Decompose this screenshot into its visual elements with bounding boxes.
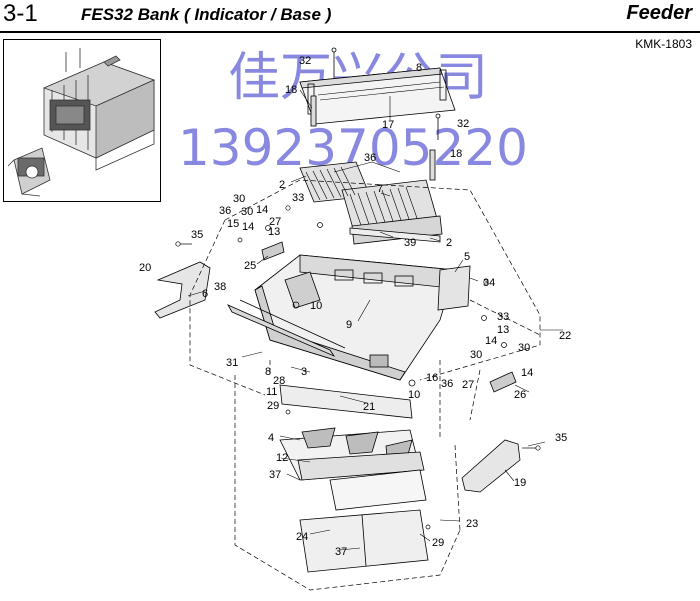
page-title: FES32 Bank ( Indicator / Base )	[81, 5, 332, 24]
callout-33: 33	[497, 311, 509, 323]
machine-thumbnail	[3, 39, 161, 202]
callout-33: 33	[292, 192, 304, 204]
section-number: 3-1	[3, 0, 38, 27]
callout-28: 28	[273, 375, 285, 387]
category-label: Feeder	[626, 2, 692, 24]
callout-14: 14	[242, 221, 254, 233]
page-header: 3-1 FES32 Bank ( Indicator / Base ) Feed…	[0, 0, 700, 32]
callout-19: 19	[514, 477, 526, 489]
callout-2: 2	[279, 179, 285, 191]
callout-37: 37	[269, 469, 281, 481]
callout-14: 14	[521, 367, 533, 379]
callout-17: 17	[382, 119, 394, 131]
callout-31: 31	[226, 357, 238, 369]
callout-10: 10	[310, 300, 322, 312]
callout-8: 8	[265, 366, 271, 378]
callout-25: 25	[244, 260, 256, 272]
model-number: KMK-1803	[635, 37, 692, 51]
callout-30: 30	[518, 342, 530, 354]
callout-21: 21	[363, 401, 375, 413]
callout-36: 36	[441, 378, 453, 390]
machine-illustration	[7, 48, 156, 197]
callout-12: 12	[276, 452, 288, 464]
callout-5: 5	[464, 251, 470, 263]
callout-11: 11	[266, 386, 277, 398]
callout-39: 39	[404, 237, 416, 249]
callout-20: 20	[139, 262, 151, 274]
callout-8: 8	[416, 62, 422, 74]
callout-23: 23	[466, 518, 478, 530]
header-rule	[0, 31, 700, 33]
callout-32: 32	[457, 118, 469, 130]
callout-3: 3	[301, 366, 307, 378]
callout-26: 26	[514, 389, 526, 401]
callout-29: 29	[267, 400, 279, 412]
callout-35: 35	[555, 432, 567, 444]
callout-22: 22	[559, 330, 571, 342]
callout-32: 32	[299, 55, 311, 67]
callout-35: 35	[191, 229, 203, 241]
callout-18: 18	[450, 148, 462, 160]
callout-18: 18	[285, 84, 297, 96]
callout-14: 14	[485, 335, 497, 347]
callout-30: 30	[470, 349, 482, 361]
callout-9: 9	[346, 319, 352, 331]
callout-34: 34	[483, 277, 495, 289]
callout-15: 15	[227, 218, 239, 230]
callout-10: 10	[408, 389, 420, 401]
callout-2: 2	[446, 237, 452, 249]
callout-27: 27	[462, 379, 474, 391]
callout-13: 13	[497, 324, 509, 336]
callout-37: 37	[335, 546, 347, 558]
callout-30: 30	[241, 206, 253, 218]
callout-30: 30	[233, 193, 245, 205]
callout-29: 29	[432, 537, 444, 549]
callout-16: 16	[426, 372, 438, 384]
callout-7: 7	[377, 183, 383, 195]
callout-27: 27	[269, 216, 281, 228]
callout-4: 4	[268, 432, 274, 444]
callout-36: 36	[219, 205, 231, 217]
callout-24: 24	[296, 531, 308, 543]
callout-38: 38	[214, 281, 226, 293]
callout-36: 36	[364, 152, 376, 164]
callout-13: 13	[268, 226, 280, 238]
callout-14: 14	[256, 204, 268, 216]
callout-6: 6	[202, 288, 208, 300]
